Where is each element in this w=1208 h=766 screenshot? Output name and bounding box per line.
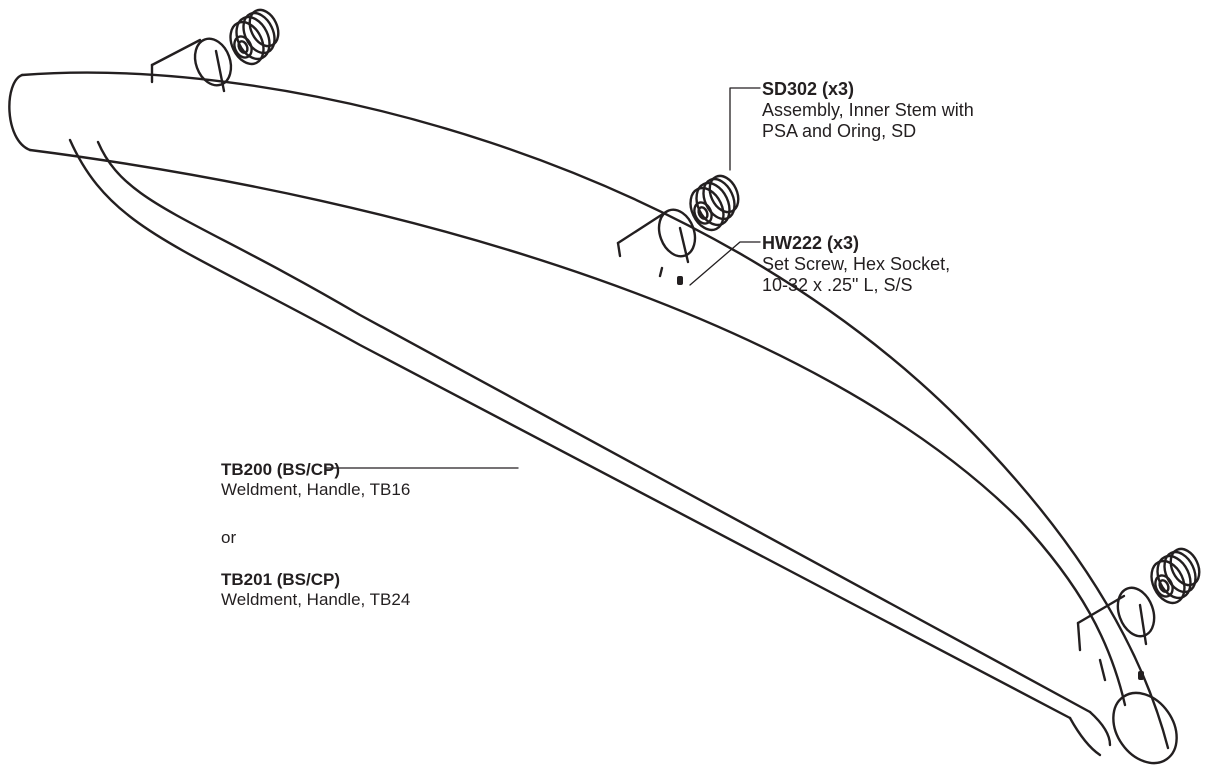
leader-sd302 — [729, 87, 761, 171]
leader-hw222 — [689, 241, 761, 286]
callout-tb201: TB201 (BS/CP) Weldment, Handle, TB24 — [221, 570, 410, 610]
handle-end-face — [1112, 691, 1178, 765]
callout-sd302: SD302 (x3) Assembly, Inner Stem with PSA… — [762, 79, 974, 142]
part-number-sd302: SD302 (x3) — [762, 79, 855, 99]
part-number-tb200: TB200 (BS/CP) — [221, 460, 341, 479]
callout-hw222: HW222 (x3) Set Screw, Hex Socket, 10-32 … — [762, 233, 950, 296]
description-line: Weldment, Handle, TB24 — [221, 590, 411, 609]
set-screw-icon — [677, 276, 683, 285]
standoff-post-right — [1076, 586, 1156, 682]
callout-tb200: TB200 (BS/CP) Weldment, Handle, TB16 — [221, 460, 410, 500]
inner-stem-left — [229, 8, 280, 66]
description-line: PSA and Oring, SD — [762, 121, 917, 141]
handle-lower-bar — [68, 138, 1112, 757]
description-line: Set Screw, Hex Socket, — [762, 254, 951, 274]
set-screw-icon — [1138, 671, 1144, 680]
leader-lines — [325, 87, 761, 469]
callout-or-text: or — [221, 528, 237, 547]
description-line: Assembly, Inner Stem with — [762, 100, 974, 120]
part-number-hw222: HW222 (x3) — [762, 233, 860, 253]
description-line: 10-32 x .25" L, S/S — [762, 275, 913, 295]
description-line: Weldment, Handle, TB16 — [221, 480, 411, 499]
inner-stem-right — [1150, 547, 1201, 605]
inner-stem-middle — [689, 174, 740, 232]
handle-main-tube — [8, 71, 1178, 765]
part-number-tb201: TB201 (BS/CP) — [221, 570, 341, 589]
standoff-post-left — [150, 37, 233, 93]
standoff-post-middle — [616, 208, 697, 278]
set-screws — [677, 276, 1144, 680]
